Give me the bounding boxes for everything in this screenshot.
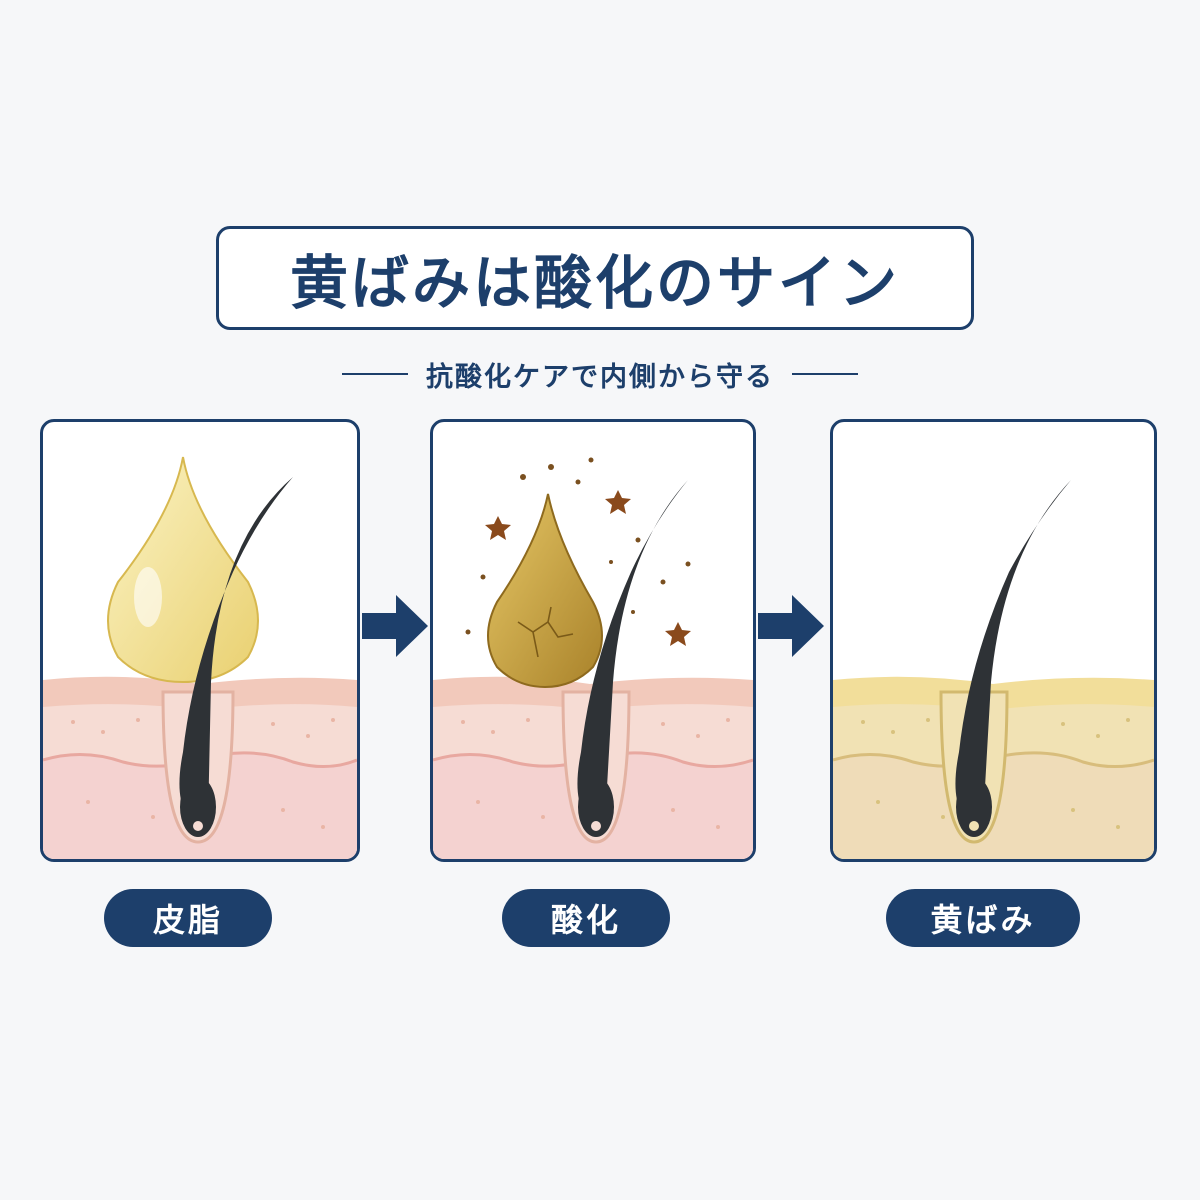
hair-bulb <box>180 777 216 837</box>
hair-strand <box>179 477 293 823</box>
oxidized-droplet <box>487 493 603 689</box>
skin-pores <box>861 718 1130 829</box>
title-box: 黄ばみは酸化のサイン <box>216 226 974 330</box>
subtitle: 抗酸化ケアで内側から守る <box>426 361 774 393</box>
arrow-right-icon <box>758 595 824 657</box>
droplet-highlight <box>134 567 162 627</box>
hair-strand <box>955 480 1071 823</box>
skin-pores <box>461 718 730 829</box>
hair-strand <box>577 480 688 823</box>
skin-pores <box>71 718 335 829</box>
step-label-sebum: 皮脂 <box>104 889 272 947</box>
subtitle-row: 抗酸化ケアで内側から守る <box>300 352 900 396</box>
subtitle-left-rule <box>342 373 408 375</box>
oxidation-particles <box>465 457 691 635</box>
sebum-illustration <box>43 456 357 859</box>
free-radical-stars <box>485 490 691 646</box>
panel-sebum <box>40 419 360 862</box>
hair-bulb <box>956 777 992 837</box>
panel-oxidation <box>430 419 756 862</box>
hair-bulb <box>578 777 614 837</box>
step-label-yellowing: 黄ばみ <box>886 889 1080 947</box>
oil-droplet <box>107 456 259 684</box>
panel-yellowing <box>830 419 1157 862</box>
step-label-oxidation: 酸化 <box>502 889 670 947</box>
droplet-cracks <box>517 606 574 658</box>
page-title: 黄ばみは酸化のサイン <box>289 249 900 317</box>
arrow-right-icon <box>362 595 428 657</box>
yellowing-illustration <box>833 480 1154 859</box>
oxidation-illustration <box>433 457 753 859</box>
subtitle-right-rule <box>792 373 858 375</box>
